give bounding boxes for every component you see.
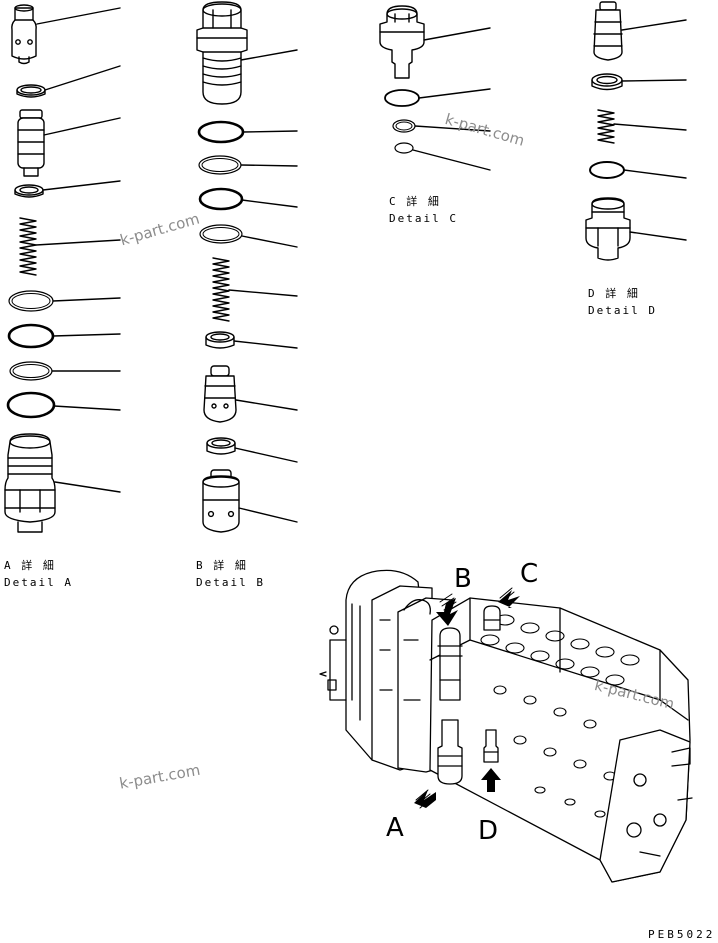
view-arrows — [414, 590, 520, 808]
detail-c-caption-jp: C 詳 細 — [389, 195, 441, 208]
detail-a-spring — [19, 217, 37, 276]
detail-d-caption-jp: D 詳 細 — [588, 287, 640, 300]
arrow-d-icon — [481, 768, 501, 792]
detail-a-sleeve — [11, 4, 37, 65]
detail-a-parts — [4, 4, 121, 533]
detail-c-valve — [379, 5, 425, 79]
detail-a-spring-seat — [14, 184, 44, 198]
view-letter-a: A — [386, 813, 404, 843]
detail-b-parts — [196, 1, 298, 533]
detail-b-relief-valve — [196, 1, 248, 105]
detail-b-caption-en: Detail B — [196, 576, 265, 589]
assembly-valve-c — [483, 605, 501, 631]
detail-b-o-ring-2 — [198, 187, 244, 211]
detail-c-parts — [379, 5, 491, 171]
detail-c-o-ring — [384, 89, 420, 107]
detail-b-caption-jp: B 詳 細 — [196, 559, 248, 572]
detail-b-poppet — [203, 365, 237, 423]
detail-a-o-ring — [7, 323, 55, 349]
assembly-valve-a — [437, 719, 463, 785]
detail-d-spring-seat — [591, 73, 623, 91]
arrow-c-icon — [498, 590, 520, 608]
arrow-a-icon — [414, 790, 436, 808]
detail-d-parts — [585, 1, 687, 261]
detail-a-poppet — [17, 109, 45, 177]
detail-a-caption-en: Detail A — [4, 576, 73, 589]
detail-b-sleeve — [202, 469, 240, 533]
view-letter-d: D — [478, 816, 499, 846]
view-letter-b: B — [454, 564, 472, 594]
assembly-valve-d — [483, 729, 499, 763]
control-valve-assembly — [319, 569, 693, 883]
detail-d-plug — [585, 197, 631, 261]
detail-d-caption-en: Detail D — [588, 304, 657, 317]
detail-a-seat-ring — [16, 84, 46, 98]
detail-a-plug-body — [4, 433, 56, 533]
detail-b-o-ring — [197, 120, 245, 144]
detail-b-spring-seat — [205, 331, 235, 349]
detail-c-caption-en: Detail C — [389, 212, 458, 225]
detail-b-spring — [212, 257, 230, 322]
detail-d-spring — [597, 109, 615, 144]
view-letter-c: C — [520, 559, 539, 589]
detail-d-o-ring — [589, 161, 625, 179]
assembly-valve-b — [437, 627, 463, 701]
detail-a-caption-jp: A 詳 細 — [4, 559, 56, 572]
detail-b-backup-ring-2 — [199, 224, 243, 244]
arrow-b-icon — [436, 598, 458, 626]
drawing-code: PEB5022 — [648, 928, 716, 941]
detail-a-o-ring-2 — [6, 391, 56, 419]
detail-b-ring — [206, 437, 236, 455]
detail-d-poppet — [593, 1, 623, 61]
arrow-hatching — [415, 587, 515, 809]
detail-c-small-ring — [394, 142, 414, 154]
